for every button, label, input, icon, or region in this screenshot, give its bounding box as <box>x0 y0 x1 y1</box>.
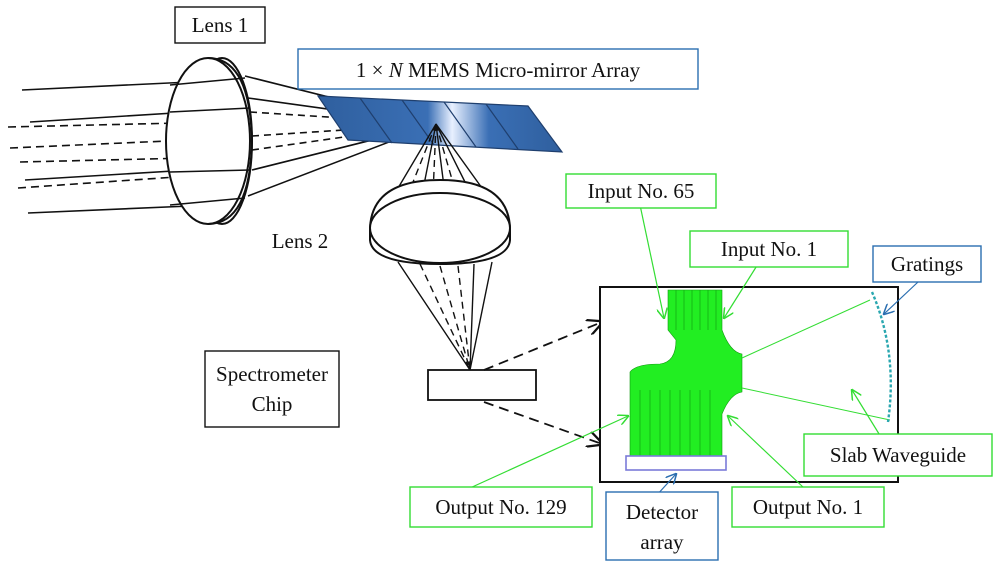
label-input-1: Input No. 1 <box>689 230 849 268</box>
svg-text:Input No. 1: Input No. 1 <box>721 237 817 261</box>
mems-mirror-array <box>316 95 564 153</box>
spectrometer-chip <box>427 369 537 401</box>
lens-1 <box>165 57 254 225</box>
svg-text:Lens 1: Lens 1 <box>192 13 249 37</box>
svg-text:array: array <box>640 530 684 554</box>
label-slab-waveguide: Slab Waveguide <box>803 433 993 477</box>
svg-text:Lens 2: Lens 2 <box>272 229 329 253</box>
label-lens-2: Lens 2 <box>250 222 350 260</box>
svg-text:Gratings: Gratings <box>891 252 963 276</box>
zoom-arrow-top <box>483 322 602 371</box>
zoom-arrow-bottom <box>483 401 602 444</box>
svg-text:1 × N MEMS Micro-mirror Array: 1 × N MEMS Micro-mirror Array <box>356 58 641 82</box>
svg-text:Output No. 1: Output No. 1 <box>753 495 863 519</box>
label-lens-1: Lens 1 <box>174 6 266 44</box>
detector-array <box>625 455 727 471</box>
svg-text:Spectrometer: Spectrometer <box>216 362 328 386</box>
svg-text:Output No. 129: Output No. 129 <box>435 495 566 519</box>
svg-text:Slab Waveguide: Slab Waveguide <box>830 443 966 467</box>
callout-arrows <box>469 204 919 497</box>
focused-beams <box>397 261 493 371</box>
label-detector-array: Detector array <box>605 491 719 561</box>
label-output-1: Output No. 1 <box>731 486 885 528</box>
svg-text:Detector: Detector <box>626 500 698 524</box>
lens-1-beams-through <box>169 77 251 206</box>
label-mems: 1 × N MEMS Micro-mirror Array <box>297 48 699 90</box>
svg-text:Input No. 65: Input No. 65 <box>588 179 695 203</box>
label-spectrometer-chip: Spectrometer Chip <box>204 350 340 428</box>
label-input-65: Input No. 65 <box>565 173 717 209</box>
svg-text:Chip: Chip <box>252 392 293 416</box>
label-gratings: Gratings <box>872 245 982 283</box>
label-output-129: Output No. 129 <box>409 486 593 528</box>
lens-2 <box>369 178 511 266</box>
gratings <box>870 291 892 423</box>
